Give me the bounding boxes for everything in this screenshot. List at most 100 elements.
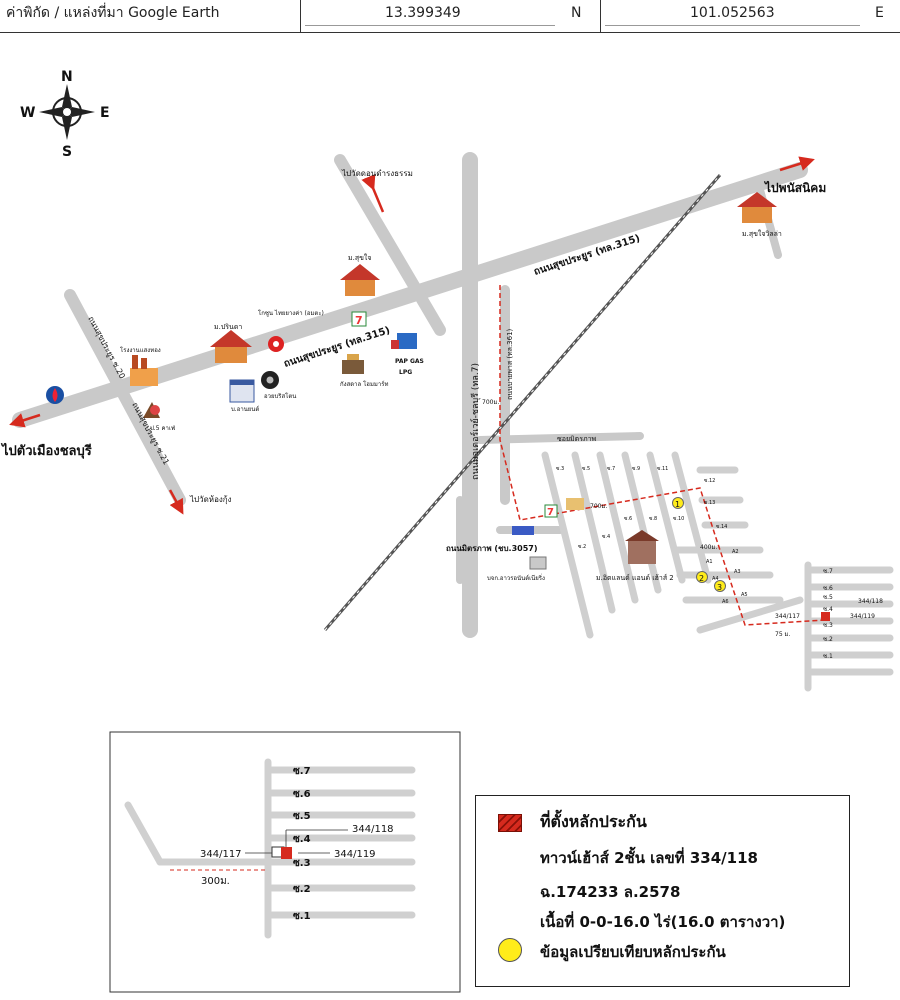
legend-box: ที่ตั้งหลักประกัน ทาวน์เฮ้าส์ 2ชั้น เลขท…: [475, 795, 850, 987]
to-phanat-label: ไปพนัสนิคม: [763, 180, 826, 195]
distance-label: 75 ม.: [775, 631, 790, 638]
place-label: กังสดาล โฮมมาร์ท: [340, 380, 388, 388]
longitude-value: 101.052563: [690, 5, 775, 21]
house-icon: [340, 264, 380, 296]
soi-label: ซ.4: [823, 606, 833, 613]
coordinate-source-label: ค่าพิกัด / แหล่งที่มา Google Earth: [6, 5, 220, 21]
railway-line: [323, 174, 722, 631]
comparison-swatch-icon: [498, 938, 522, 962]
road-label: ซอยมิตรภาพ: [557, 435, 597, 443]
inset-soi-label: ซ.3: [293, 858, 311, 869]
header-divider: [600, 0, 601, 32]
seven-eleven-icon: 7: [544, 504, 558, 518]
marker-number: 2: [699, 574, 704, 583]
inset-building-number: 344/117: [200, 849, 242, 860]
comparison-marker-1: [672, 497, 684, 509]
route-path: [499, 285, 826, 626]
longitude-unit: E: [875, 5, 884, 21]
place-label: ม.สุขใจ: [348, 253, 371, 262]
direction-arrows: [9, 156, 815, 515]
soi-label: ซ.9: [632, 466, 640, 472]
soi-label: ซ.12: [704, 478, 715, 484]
soi-label: ซ.1: [823, 653, 833, 660]
place-label: ป.5 คาเฟ่: [150, 425, 175, 432]
shop-icon: [566, 498, 584, 510]
arrow-south-icon: [168, 489, 184, 515]
compass-e: E: [100, 105, 110, 121]
place-label: โรงงานแสงทอง: [120, 346, 161, 354]
legend-property: ทาวน์เฮ้าส์ 2ชั้น เลขที่ 334/118: [540, 849, 758, 867]
soi-label: ซ.11: [657, 466, 668, 472]
legend-deed: ฉ.174233 ล.2578: [540, 883, 681, 901]
legend-area: เนื้อที่ 0-0-16.0 ไร่(16.0 ตารางวา): [540, 913, 786, 931]
side-road-soi20: [64, 289, 186, 506]
place-label: อวยบริสโตน: [264, 392, 296, 400]
inset-soi-label: ซ.7: [293, 766, 311, 777]
inset-soi-label: ซ.5: [293, 811, 311, 822]
svg-text:7: 7: [547, 507, 554, 518]
inset-soi-label: ซ.1: [293, 911, 311, 922]
place-label: ม.ปรินดา: [214, 323, 242, 331]
soi-label: ซ.13: [704, 500, 715, 506]
place-label: ม.สุขใจวิลล่า: [742, 229, 782, 238]
header-underline: [605, 25, 860, 26]
project-icon: [625, 530, 659, 564]
header-underline: [305, 25, 555, 26]
svg-text:7: 7: [355, 314, 363, 327]
house-icon: [210, 330, 252, 363]
soi-label: ซ.5: [823, 594, 833, 601]
company-icon: [529, 556, 547, 570]
road-label: ถนนมอเตอร์เวย์-ชลบุรี (ทล.7): [469, 363, 481, 480]
block-label: A2: [732, 549, 739, 555]
building-number: 344/117: [775, 613, 800, 620]
soi-label: ซ.6: [823, 585, 833, 592]
to-wat-nongkung-label: ไปวัดห้องกุ้ง: [189, 495, 232, 504]
building-number: 344/119: [850, 613, 875, 620]
latitude-unit: N: [571, 5, 582, 21]
soi-label: ซ.3: [556, 466, 564, 472]
soi-label: ซ.6: [624, 516, 632, 522]
coordinates-header: ค่าพิกัด / แหล่งที่มา Google Earth 13.39…: [0, 0, 900, 33]
distance-label: 700ม.: [482, 399, 499, 406]
bank-sign-icon: [512, 526, 534, 535]
inset-map: [109, 731, 461, 993]
store-icon: [342, 354, 364, 374]
block-label: A3: [734, 569, 741, 575]
place-label: บจก.อาวรอนันต์เนียริ่ง: [487, 574, 545, 582]
shop-icon: [229, 379, 255, 403]
cafe-icon: [143, 402, 160, 418]
collateral-swatch-icon: [498, 814, 522, 832]
arrow-west-icon: [9, 413, 41, 428]
gas-tank-icon: [391, 333, 417, 349]
block-label: A6: [722, 599, 729, 605]
header-divider: [300, 0, 301, 32]
distance-label: 400ม.: [700, 544, 717, 551]
soi-label: ซ.7: [607, 466, 615, 472]
block-label: A4: [712, 576, 719, 582]
road-network: [12, 152, 808, 638]
soi-label: ซ.5: [582, 466, 590, 472]
factory-icon: [130, 355, 158, 386]
inset-building-number: 344/118: [352, 824, 394, 835]
road-to-wat: [334, 154, 446, 336]
marker-number: 3: [717, 583, 722, 592]
arrow-east-icon: [779, 156, 815, 172]
inset-soi-label: ซ.6: [293, 789, 311, 800]
place-label: ม.อิตแลนด์ แอนด์ เฮ้าส์ 2: [596, 574, 674, 582]
compass-rose-icon: [39, 84, 95, 140]
to-chonburi-label: ไปตัวเมืองชลบุรี: [0, 442, 92, 459]
soi-label: ซ.8: [649, 516, 657, 522]
place-label: PAP GAS: [395, 358, 424, 365]
seven-eleven-icon: 7: [351, 311, 367, 327]
gokart-icon: [268, 336, 284, 352]
block-label: A5: [741, 592, 748, 598]
legend-compare: ข้อมูลเปรียบเทียบหลักประกัน: [540, 943, 726, 961]
place-label: LPG: [399, 369, 412, 376]
soi-mittraphap-road: [476, 432, 644, 444]
road-label: ถนนบายพาส (ทล.361): [506, 328, 514, 400]
arrow-north-icon: [361, 174, 385, 213]
tire-icon: [261, 371, 279, 389]
compass-w: W: [20, 105, 35, 121]
legend-title: ที่ตั้งหลักประกัน: [540, 812, 647, 831]
